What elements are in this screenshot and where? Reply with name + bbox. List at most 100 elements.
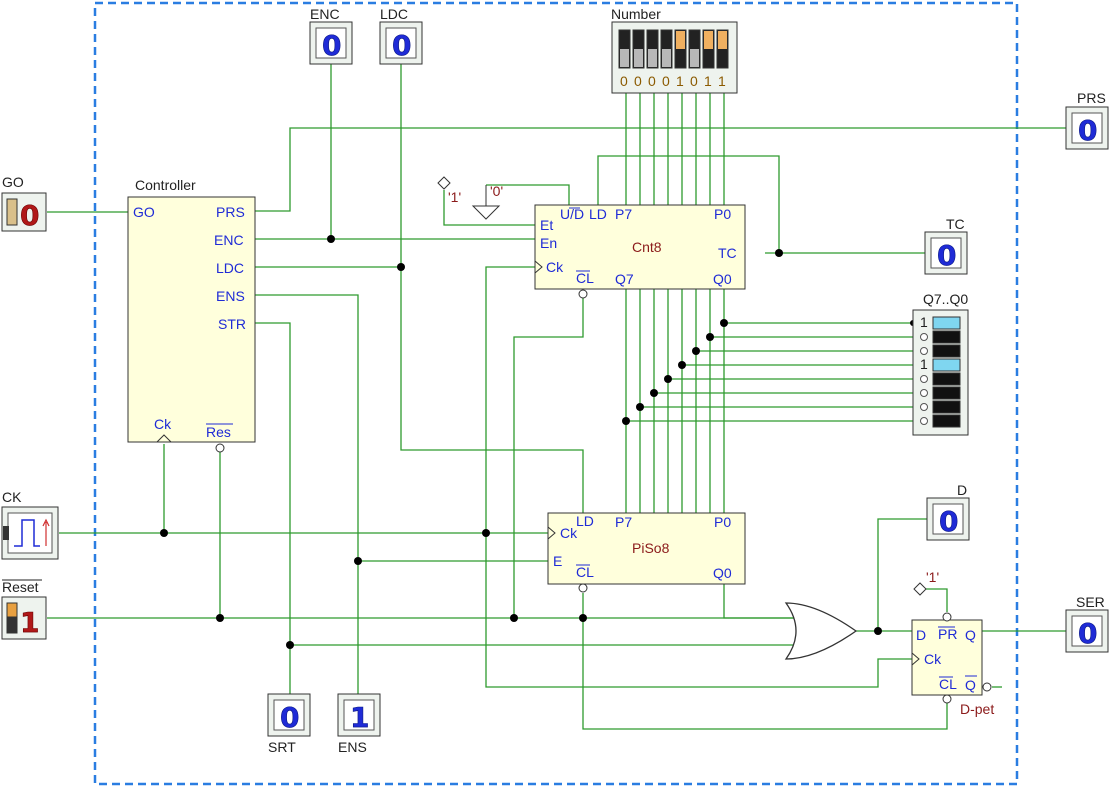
ser-label: SER <box>1076 594 1105 610</box>
dff-qn-bubble <box>982 682 992 692</box>
piso8-ck-pin: Ck <box>560 525 578 541</box>
dff-ck-pin: Ck <box>924 651 942 667</box>
dip-bit-value: 0 <box>620 73 628 89</box>
dff-pr-pin: PR <box>938 626 957 642</box>
dip-switch-bit[interactable]: 1 <box>716 29 729 89</box>
enc-label: ENC <box>310 6 340 22</box>
cnt8-ld-pin: LD <box>589 206 607 222</box>
const-one-diamond-icon <box>437 176 451 190</box>
srt-value: 0 <box>280 701 299 734</box>
q-bit-led <box>920 330 961 344</box>
piso8-p7-pin: P7 <box>615 514 632 530</box>
q-display-label: Q7..Q0 <box>923 291 968 307</box>
reset-value: 1 <box>20 606 39 639</box>
dip-bit-value: 0 <box>648 73 656 89</box>
controller-go-pin: GO <box>133 204 155 220</box>
controller-ldc-pin: LDC <box>216 260 244 276</box>
dff-qn-pin: Q <box>965 677 976 693</box>
controller-title: Controller <box>135 177 196 193</box>
dff-d-pin: D <box>916 627 926 643</box>
dff-q-pin: Q <box>965 627 976 643</box>
dff-clock-triangle <box>911 652 920 666</box>
q-bit-led <box>920 386 961 400</box>
dff-cl-pin: CL <box>939 676 957 692</box>
q-bit-value: 1 <box>920 356 928 372</box>
dff-block[interactable]: D PR Q Ck CL Q D-pet <box>911 612 994 717</box>
q-bit-led <box>920 344 961 358</box>
q-bit-led <box>920 414 961 428</box>
q-bit-group: 11 <box>920 314 961 428</box>
d-probe: D 0 <box>926 482 970 541</box>
ens-value: 1 <box>350 701 369 734</box>
cnt8-q0-pin: Q0 <box>713 271 732 287</box>
reset-toggle-lever <box>6 602 18 618</box>
piso8-p0-pin: P0 <box>714 514 731 530</box>
dip-bit-value: 1 <box>718 73 726 89</box>
rising-edge-arrow-icon <box>42 518 50 546</box>
enc-probe: ENC 0 <box>309 6 353 65</box>
controller-clock-triangle <box>156 434 172 443</box>
tc-value: 0 <box>937 239 956 272</box>
dip-switch-bit[interactable]: 0 <box>646 29 659 89</box>
controller-enc-pin: ENC <box>214 232 244 248</box>
cnt8-et-pin: Et <box>540 217 553 233</box>
const-one-diamond-icon <box>913 582 927 596</box>
piso8-q0-pin: Q0 <box>713 565 732 581</box>
or-gate[interactable] <box>784 602 858 660</box>
dip-switch-bit[interactable]: 0 <box>688 29 701 89</box>
controller-res-pin: Res <box>206 424 231 440</box>
go-value: 0 <box>20 199 39 232</box>
q-bit-off-icon <box>920 375 928 383</box>
ldc-probe: LDC 0 <box>379 6 423 65</box>
piso8-clock-triangle <box>547 526 556 540</box>
go-switch[interactable]: GO 0 <box>1 174 47 232</box>
dip-switch-bit[interactable]: 1 <box>702 29 715 89</box>
go-label: GO <box>2 174 24 190</box>
cnt8-ud-pin: U/D <box>560 206 584 222</box>
reset-switch[interactable]: Reset 1 <box>1 579 47 640</box>
dip-switch-bit[interactable]: 0 <box>660 29 673 89</box>
q-display: Q7..Q0 11 <box>912 291 969 436</box>
prs-value: 0 <box>1078 114 1097 147</box>
cnt8-name: Cnt8 <box>632 239 662 255</box>
q-bit-led <box>920 400 961 414</box>
ck-clock-source[interactable]: CK <box>1 489 59 560</box>
tc-label: TC <box>946 216 965 232</box>
ck-label: CK <box>2 489 22 505</box>
cnt8-cl-pin: CL <box>576 270 594 286</box>
dip-bit-value: 0 <box>662 73 670 89</box>
junction-dots <box>160 235 916 649</box>
controller-ck-pin: Ck <box>154 416 172 432</box>
cnt8-cl-bubble <box>578 289 588 299</box>
controller-ens-pin: ENS <box>216 288 245 304</box>
q-bit-off-icon <box>920 389 928 397</box>
prs-label: PRS <box>1077 90 1106 106</box>
dip-switch-bit[interactable]: 0 <box>618 29 631 89</box>
ser-probe: SER 0 <box>1065 594 1109 653</box>
dip-bit-value: 1 <box>704 73 712 89</box>
piso8-cl-bubble <box>578 583 588 593</box>
controller-block[interactable]: Controller GO PRS ENC LDC ENS STR Ck Res <box>127 177 256 453</box>
dff-constant: '1' <box>913 569 939 596</box>
cnt8-const-zero: '0' <box>490 183 503 199</box>
controller-str-pin: STR <box>218 316 246 332</box>
dip-switch-bit[interactable]: 0 <box>632 29 645 89</box>
cnt8-ck-pin: Ck <box>546 259 564 275</box>
ground-triangle-icon <box>471 205 501 220</box>
q-bit-off-icon <box>920 403 928 411</box>
q-bit-led: 1 <box>920 314 961 330</box>
ldc-label: LDC <box>380 6 408 22</box>
piso8-block[interactable]: Ck LD P7 P0 PiSo8 E CL Q0 <box>547 512 746 593</box>
dip-switch-bit[interactable]: 1 <box>674 29 687 89</box>
cnt8-block[interactable]: Et En Ck U/D LD P7 P0 Cnt8 TC CL Q7 Q0 <box>534 204 746 299</box>
ens-label: ENS <box>338 739 367 755</box>
design-border <box>93 1 1019 786</box>
q-bit-led <box>920 372 961 386</box>
prs-probe: PRS 0 <box>1065 90 1109 150</box>
cnt8-p7-pin: P7 <box>615 206 632 222</box>
cnt8-clock-triangle <box>534 260 543 274</box>
tc-probe: TC 0 <box>924 216 968 275</box>
